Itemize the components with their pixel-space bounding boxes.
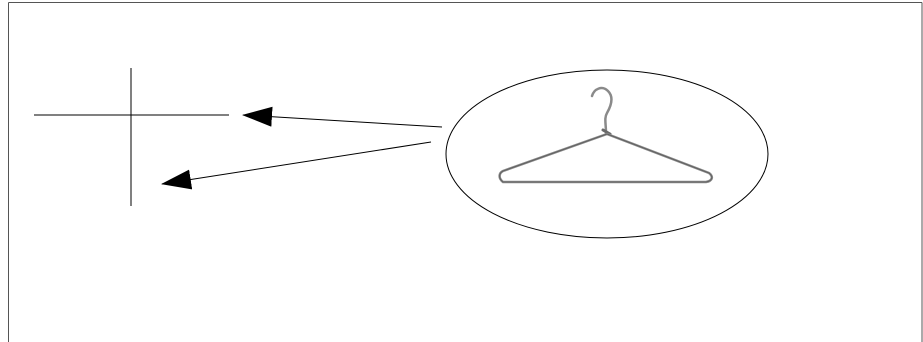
page-border bbox=[8, 2, 923, 342]
arrows bbox=[161, 106, 443, 190]
hanger-ellipse bbox=[445, 69, 769, 239]
clothes-hanger-icon bbox=[498, 86, 714, 184]
cross-lines bbox=[34, 68, 229, 206]
arrow-upper bbox=[242, 106, 443, 128]
arrow-lower bbox=[161, 141, 432, 190]
